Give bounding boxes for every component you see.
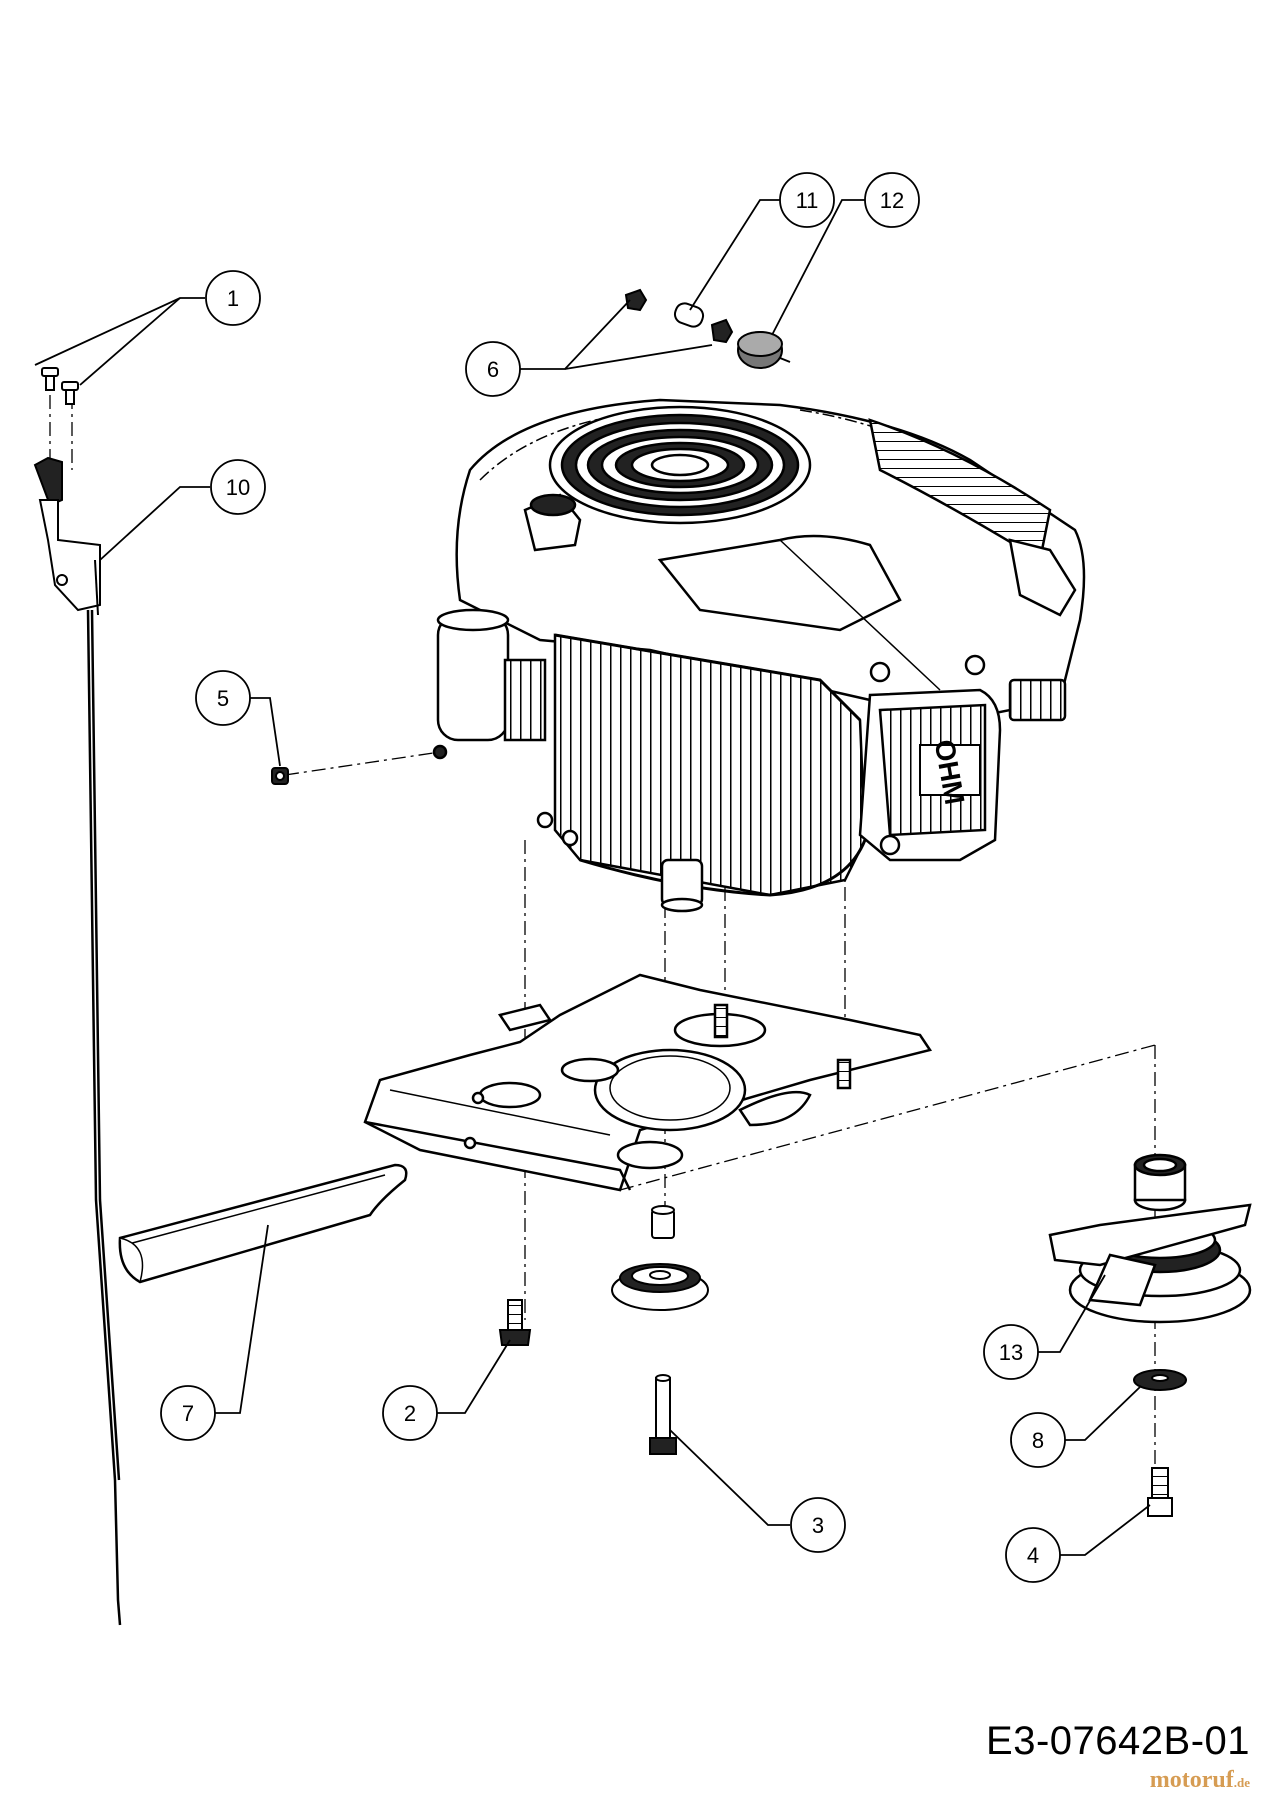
- shield-part-7: [118, 1163, 408, 1284]
- svg-text:4: 4: [1027, 1543, 1039, 1568]
- svg-text:3: 3: [812, 1513, 824, 1538]
- callout-7: 7: [160, 1385, 216, 1441]
- svg-text:13: 13: [999, 1340, 1023, 1365]
- svg-text:8: 8: [1032, 1428, 1044, 1453]
- bolt-part-2: [498, 1299, 532, 1346]
- callout-2: 2: [382, 1385, 438, 1441]
- callouts: 1 2 3 4 5 6 7 8 10 11 12 13: [160, 172, 1066, 1583]
- callout-4: 4: [1005, 1527, 1061, 1583]
- svg-text:1: 1: [227, 286, 239, 311]
- svg-text:5: 5: [217, 686, 229, 711]
- svg-text:7: 7: [182, 1401, 194, 1426]
- screw-part-1: [41, 367, 79, 405]
- deck-plate: [363, 973, 933, 1192]
- callout-12: 12: [864, 172, 920, 228]
- pulley-assembly: [611, 1205, 709, 1311]
- callout-13: 13: [983, 1324, 1039, 1380]
- throttle-lever-part-10: [33, 456, 101, 616]
- callout-5: 5: [195, 670, 251, 726]
- washer-part-8: [1133, 1369, 1187, 1391]
- fuel-filter-parts: [624, 288, 791, 369]
- svg-text:12: 12: [880, 188, 904, 213]
- svg-text:2: 2: [404, 1401, 416, 1426]
- bolt-part-3: [649, 1374, 677, 1455]
- drawing-code: E3-07642B-01: [986, 1719, 1250, 1763]
- svg-text:10: 10: [226, 475, 250, 500]
- svg-text:11: 11: [796, 188, 819, 213]
- callout-6: 6: [465, 341, 521, 397]
- callout-1: 1: [205, 270, 261, 326]
- nut-part-5: [271, 767, 289, 785]
- watermark-brand: motoruf: [1149, 1767, 1234, 1793]
- watermark-tld: .de: [1233, 1775, 1250, 1790]
- leader-lines: [34, 199, 1151, 1556]
- callout-11: 11: [779, 172, 835, 228]
- throttle-cable: [86, 609, 122, 1626]
- callout-3: 3: [790, 1497, 846, 1553]
- engine: OHM: [432, 398, 1086, 913]
- svg-text:6: 6: [487, 357, 499, 382]
- watermark-logo: motoruf.de: [1150, 1767, 1250, 1794]
- bolt-part-4: [1147, 1467, 1173, 1517]
- callout-10: 10: [210, 459, 266, 515]
- callout-8: 8: [1010, 1412, 1066, 1468]
- engine-pulley-part-13: [1048, 1153, 1252, 1324]
